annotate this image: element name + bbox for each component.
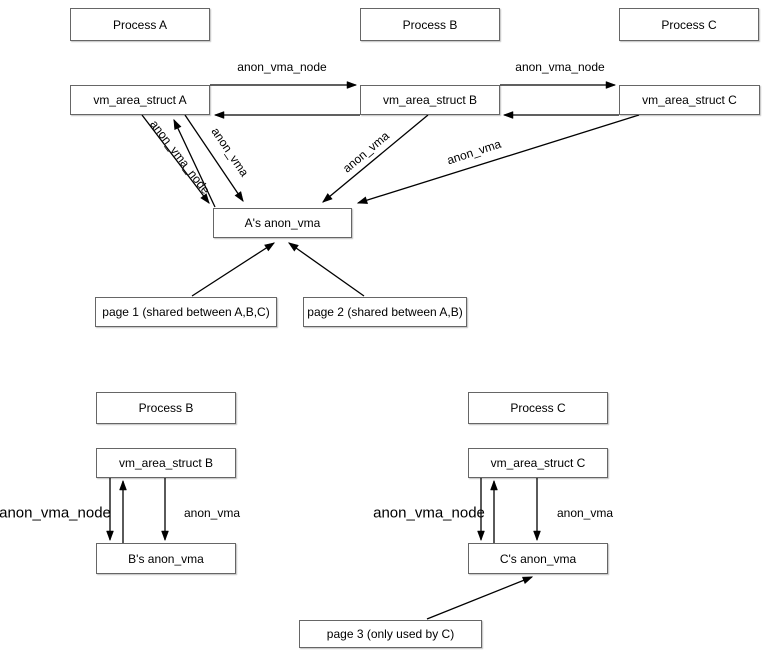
node-b-anon-vma: B's anon_vma [96,543,236,574]
node-label: Process C [510,401,566,415]
edge-label-anon-vma-node-c-low: anon_vma_node [373,504,485,522]
edge-page1-to-anon-a [191,242,276,297]
edge-vma-b-to-anon-a [322,114,429,203]
edge-label-anon-vma-node-ab: anon_vma_node [237,60,327,74]
node-label: vm_area_struct B [118,456,214,470]
edge-label-anon-vma-node-b-low: anon_vma_node [0,504,111,522]
node-process-b-top: Process B [360,8,500,41]
node-page1: page 1 (shared between A,B,C) [95,297,277,327]
node-process-b-low: Process B [96,392,236,424]
node-label: Process B [138,401,194,415]
node-label: Process A [112,17,168,32]
edge-anon-a-to-vma-a [173,118,216,208]
node-label: Process C [661,17,717,32]
node-label: vm_area_struct C [642,93,737,107]
node-process-c-top: Process C [619,8,759,41]
node-label: B's anon_vma [128,551,204,566]
node-label: page 3 (only used by C) [326,627,455,641]
edge-vma-c-to-anon-a [356,114,640,204]
node-label: C's anon_vma [499,551,577,566]
edge-vma-a-anonvma-to-anon-a [184,114,244,203]
node-label: A's anon_vma [244,216,321,230]
edge-page2-to-anon-a [288,242,365,297]
node-vm-area-struct-c: vm_area_struct C [619,85,760,115]
node-label: page 1 (shared between A,B,C) [102,305,270,319]
node-page3: page 3 (only used by C) [299,620,482,648]
node-vm-area-struct-b: vm_area_struct B [360,85,500,115]
node-a-anon-vma: A's anon_vma [213,208,352,238]
node-process-c-low: Process C [468,392,608,424]
node-label: vm_area_struct A [93,93,187,107]
node-vm-area-struct-c-low: vm_area_struct C [468,448,608,478]
edge-label-anon-vma-c-low: anon_vma [556,506,614,520]
node-label: Process B [402,17,458,32]
node-label: page 2 (shared between A,B) [307,305,463,319]
edge-vma-a-node-to-anon-a [141,114,210,204]
node-c-anon-vma: C's anon_vma [468,543,608,574]
edge-page3-to-anon-c [426,576,534,620]
edge-label-anon-vma-node-bc: anon_vma_node [515,60,605,74]
node-vm-area-struct-b-low: vm_area_struct B [96,448,236,478]
node-label: vm_area_struct C [490,456,586,470]
node-vm-area-struct-a: vm_area_struct A [70,85,210,115]
node-page2: page 2 (shared between A,B) [303,297,467,327]
edge-label-anon-vma-b-low: anon_vma [183,506,241,520]
node-process-a: Process A [70,8,210,41]
node-label: vm_area_struct B [382,93,478,107]
